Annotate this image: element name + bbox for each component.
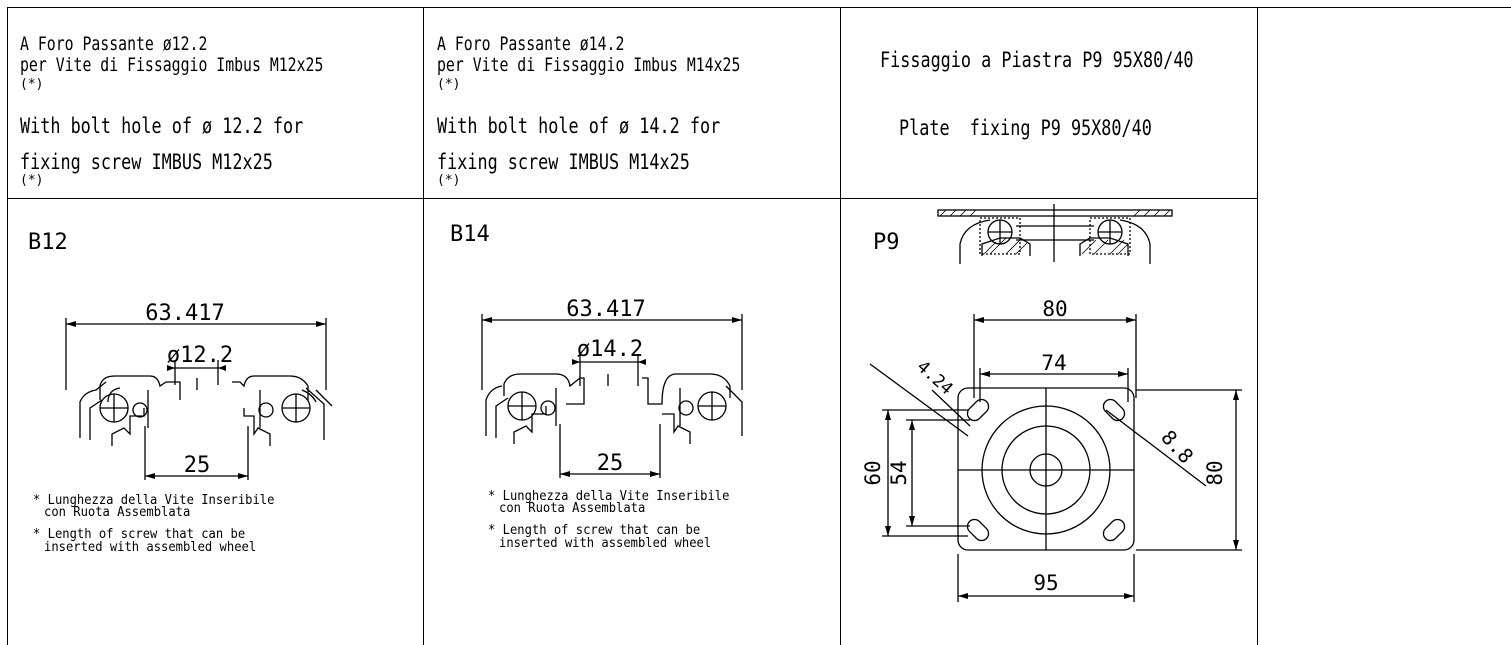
b12-note-en-line2: inserted with assembled wheel: [44, 539, 257, 555]
p9-dim-80-top: 80: [1042, 297, 1067, 321]
model-code-b12: B12: [28, 230, 68, 255]
p9-dim-74: 74: [1041, 351, 1066, 375]
column-divider-1: [423, 7, 424, 645]
b14-note-en-line1: * Length of screw that can be: [488, 522, 701, 538]
header-it-line1: A Foro Passante ø12.2: [20, 33, 208, 55]
b14-dim-width: 63.417: [566, 297, 645, 322]
p9-dim-95: 95: [1033, 571, 1058, 595]
p9-dim-80-side: 80: [1203, 460, 1227, 485]
model-code-p9: P9: [873, 230, 900, 255]
b14-dim-length: 25: [597, 451, 624, 476]
b14-note-en-line2: inserted with assembled wheel: [499, 535, 712, 551]
header-en-line2: fixing screw IMBUS M14x25: [437, 150, 690, 174]
header-it-line1: A Foro Passante ø14.2: [437, 33, 625, 55]
table-top-border: [7, 7, 1511, 8]
b12-note-en-line1: * Length of screw that can be: [33, 526, 246, 542]
p9-plate-top-view: 80 74 4.24 8.8 60 54 80 95: [861, 297, 1242, 602]
column-divider-3: [1257, 7, 1258, 645]
b14-section-drawing: 63.417 ø14.2 25: [481, 297, 743, 478]
b12-section-drawing: 63.417 ø12.2 25: [65, 301, 333, 480]
b12-dim-width: 63.417: [145, 301, 224, 326]
header-it-line2: per Vite di Fissaggio Imbus M14x25: [437, 54, 741, 76]
header-en-line1: With bolt hole of ø 14.2 for: [437, 114, 721, 138]
b14-note-it-line2: con Ruota Assemblata: [499, 500, 646, 516]
header-asterisk-mark-2: (*): [20, 173, 44, 188]
header-asterisk-mark: (*): [20, 77, 44, 92]
b12-note-it-line2: con Ruota Assemblata: [44, 504, 191, 520]
header-asterisk-mark: (*): [437, 77, 461, 92]
p9-side-view: [937, 204, 1173, 264]
header-it-line2: per Vite di Fissaggio Imbus M12x25: [20, 54, 324, 76]
b12-dim-hole: ø12.2: [167, 343, 233, 368]
b12-dim-length: 25: [184, 453, 211, 478]
p9-dim-54: 54: [887, 460, 911, 485]
header-row-divider: [7, 198, 1258, 199]
model-code-b14: B14: [450, 222, 490, 247]
column-divider-2: [840, 7, 841, 645]
table-left-border: [7, 7, 8, 645]
p9-dim-88: 8.8: [1156, 425, 1198, 468]
header-en-line1: With bolt hole of ø 12.2 for: [20, 114, 304, 138]
header-en: Plate fixing P9 95X80/40: [899, 116, 1152, 140]
p9-dim-60: 60: [861, 460, 885, 485]
b12-note-it-line1: * Lunghezza della Vite Inseribile: [33, 492, 275, 508]
header-it: Fissaggio a Piastra P9 95X80/40: [880, 48, 1194, 72]
header-asterisk-mark-2: (*): [437, 173, 461, 188]
b14-dim-hole: ø14.2: [577, 337, 643, 362]
b14-note-it-line1: * Lunghezza della Vite Inseribile: [488, 488, 730, 504]
header-en-line2: fixing screw IMBUS M12x25: [20, 150, 273, 174]
